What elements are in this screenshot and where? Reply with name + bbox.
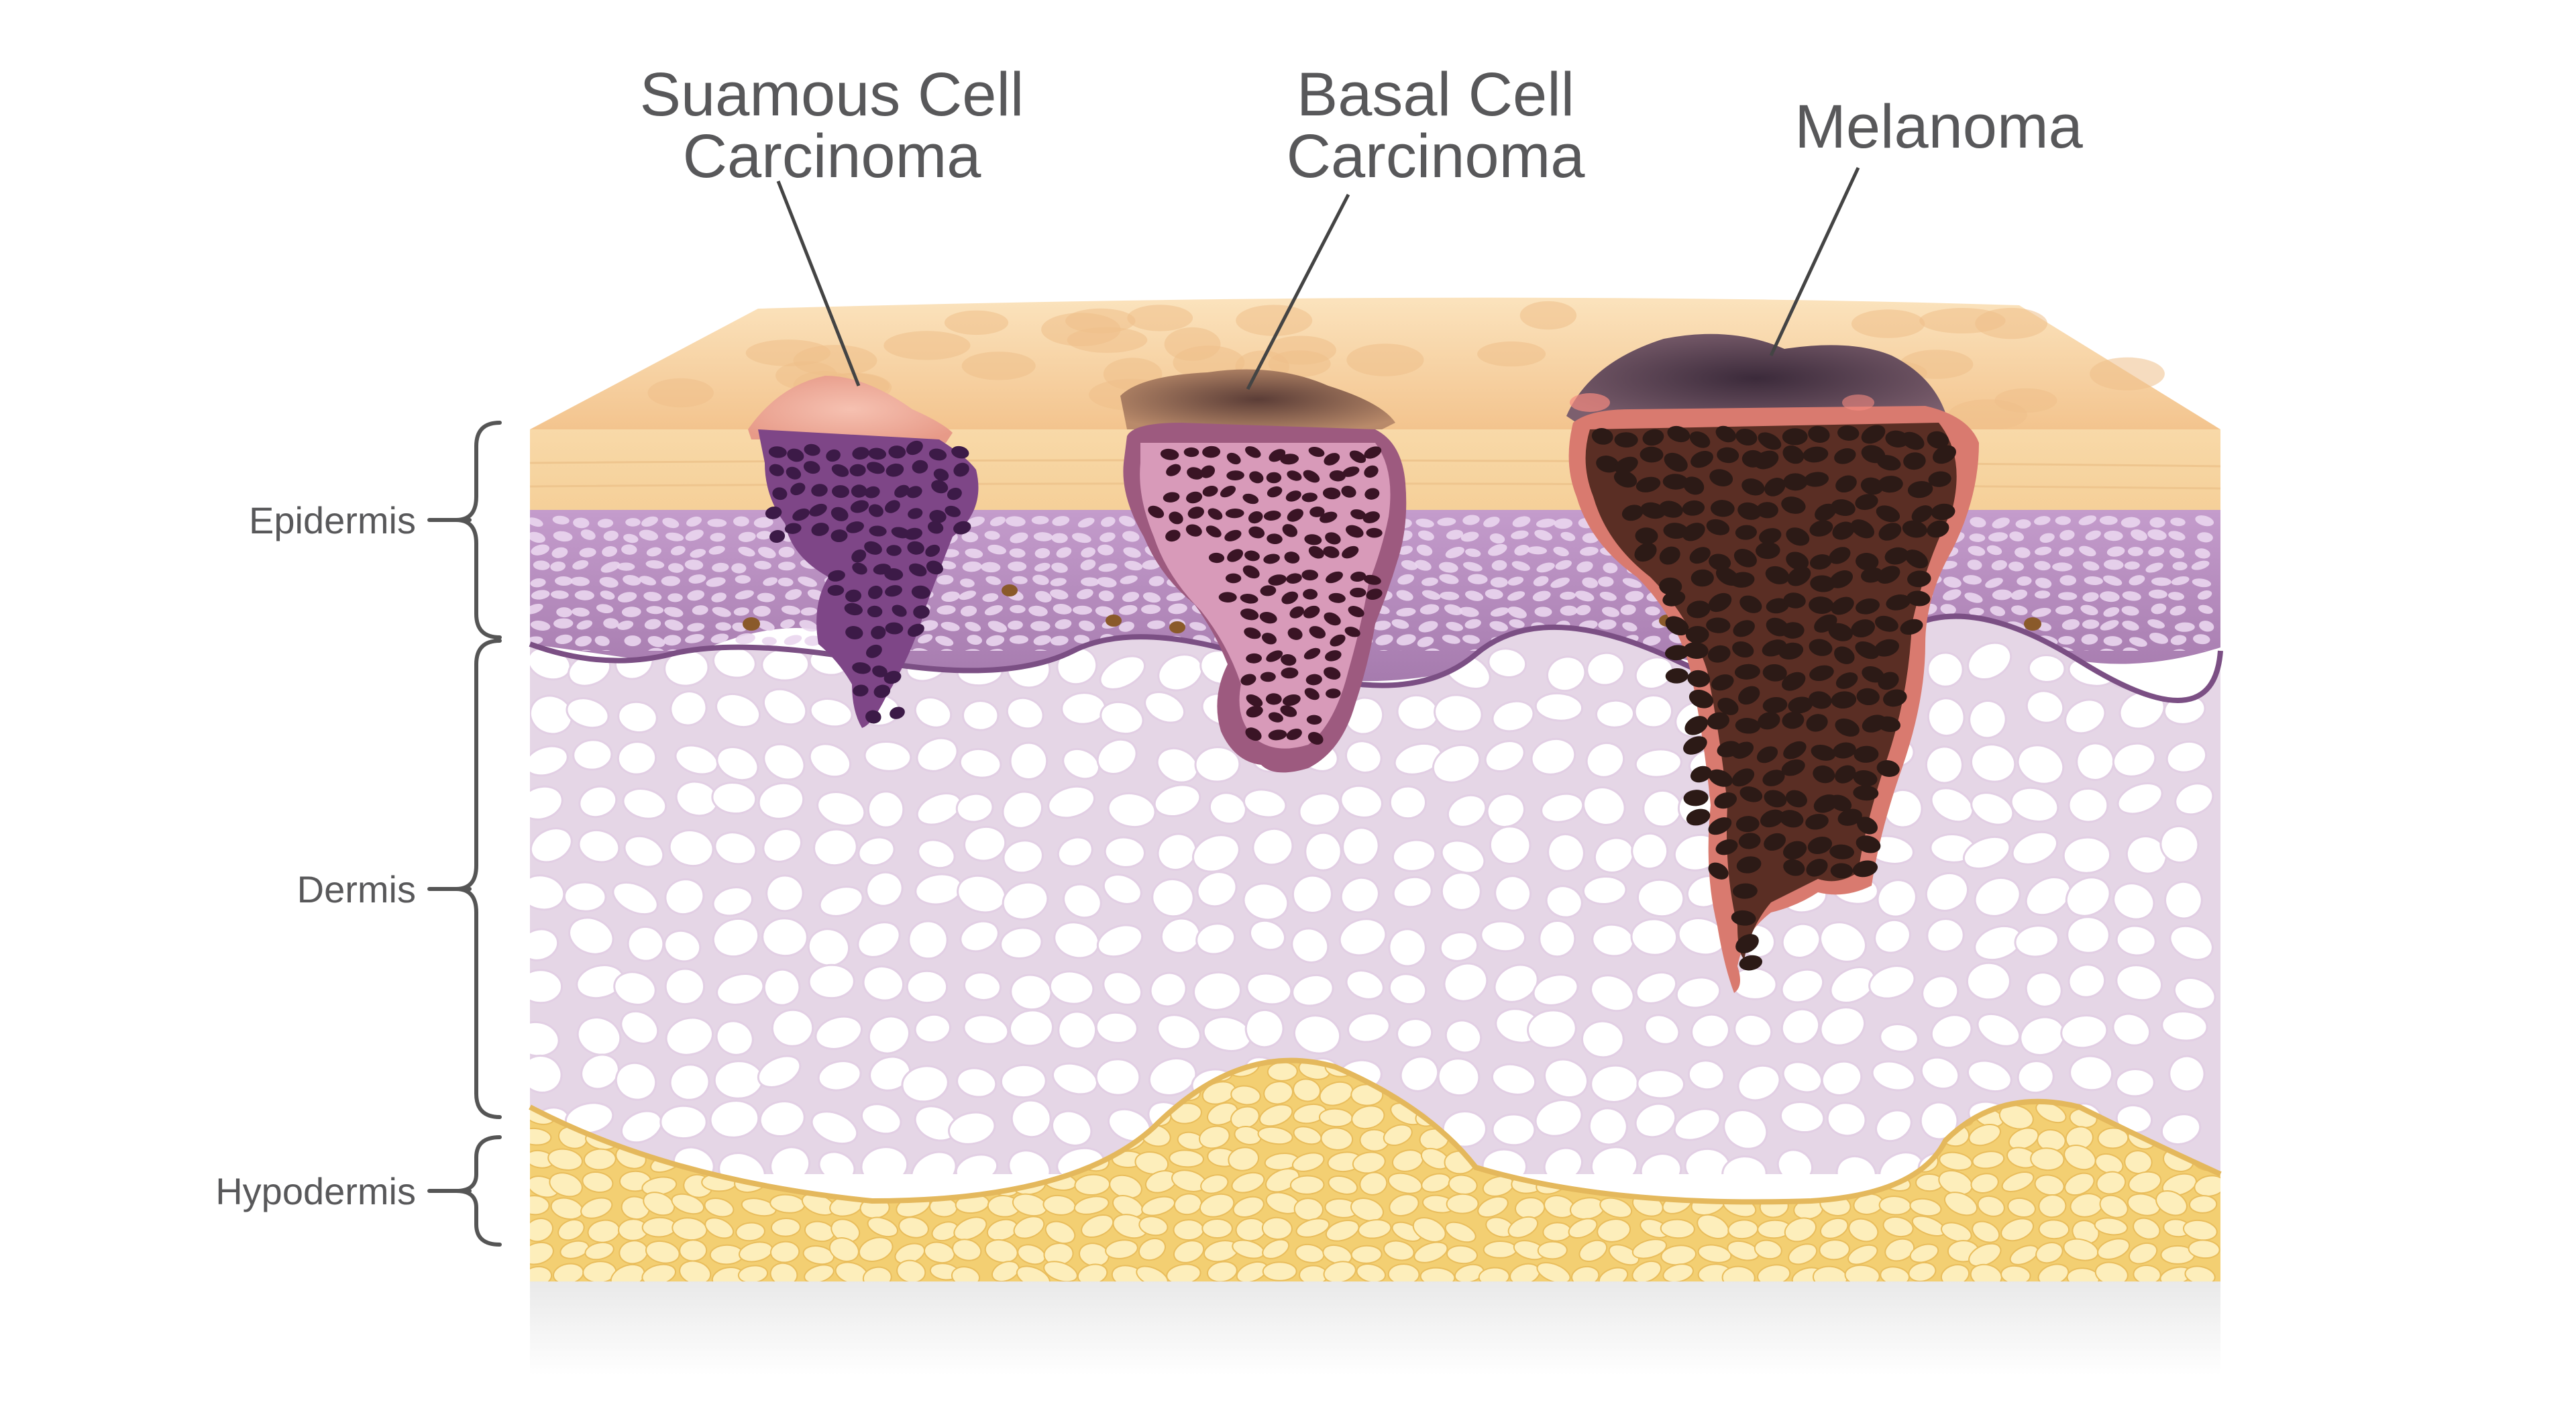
scc-label-line2: Carcinoma bbox=[682, 122, 981, 191]
melanoma-label: Melanoma bbox=[1731, 96, 2147, 158]
dermis-label: Dermis bbox=[297, 868, 416, 910]
dermal-epidermal-junction bbox=[529, 613, 2223, 703]
floor-shadow bbox=[530, 1281, 2220, 1375]
melanoma-tumor bbox=[1566, 333, 1979, 993]
layer-brackets bbox=[427, 421, 502, 1247]
epidermis-label: Epidermis bbox=[249, 499, 416, 541]
scc-leader-line bbox=[776, 180, 861, 386]
hypodermis-boundary bbox=[529, 1057, 2222, 1205]
epidermis-bracket bbox=[455, 421, 502, 639]
leader-lines bbox=[776, 166, 1860, 390]
melanoma-leader-line bbox=[1769, 166, 1860, 357]
bcc-label: Basal Cell Carcinoma bbox=[1208, 64, 1664, 187]
bcc-leader-line bbox=[1246, 193, 1350, 390]
bcc-label-line2: Carcinoma bbox=[1286, 122, 1585, 191]
squamous-cell-carcinoma-tumor bbox=[748, 376, 979, 728]
hypodermis-label: Hypodermis bbox=[215, 1170, 416, 1212]
scc-label: Suamous Cell Carcinoma bbox=[604, 64, 1060, 187]
bcc-label-line1: Basal Cell bbox=[1296, 60, 1575, 129]
basal-cell-carcinoma-tumor bbox=[1120, 369, 1407, 773]
melanoma-label-line1: Melanoma bbox=[1794, 93, 2083, 161]
dermis-bracket bbox=[455, 639, 502, 1119]
scc-label-line1: Suamous Cell bbox=[639, 60, 1024, 129]
